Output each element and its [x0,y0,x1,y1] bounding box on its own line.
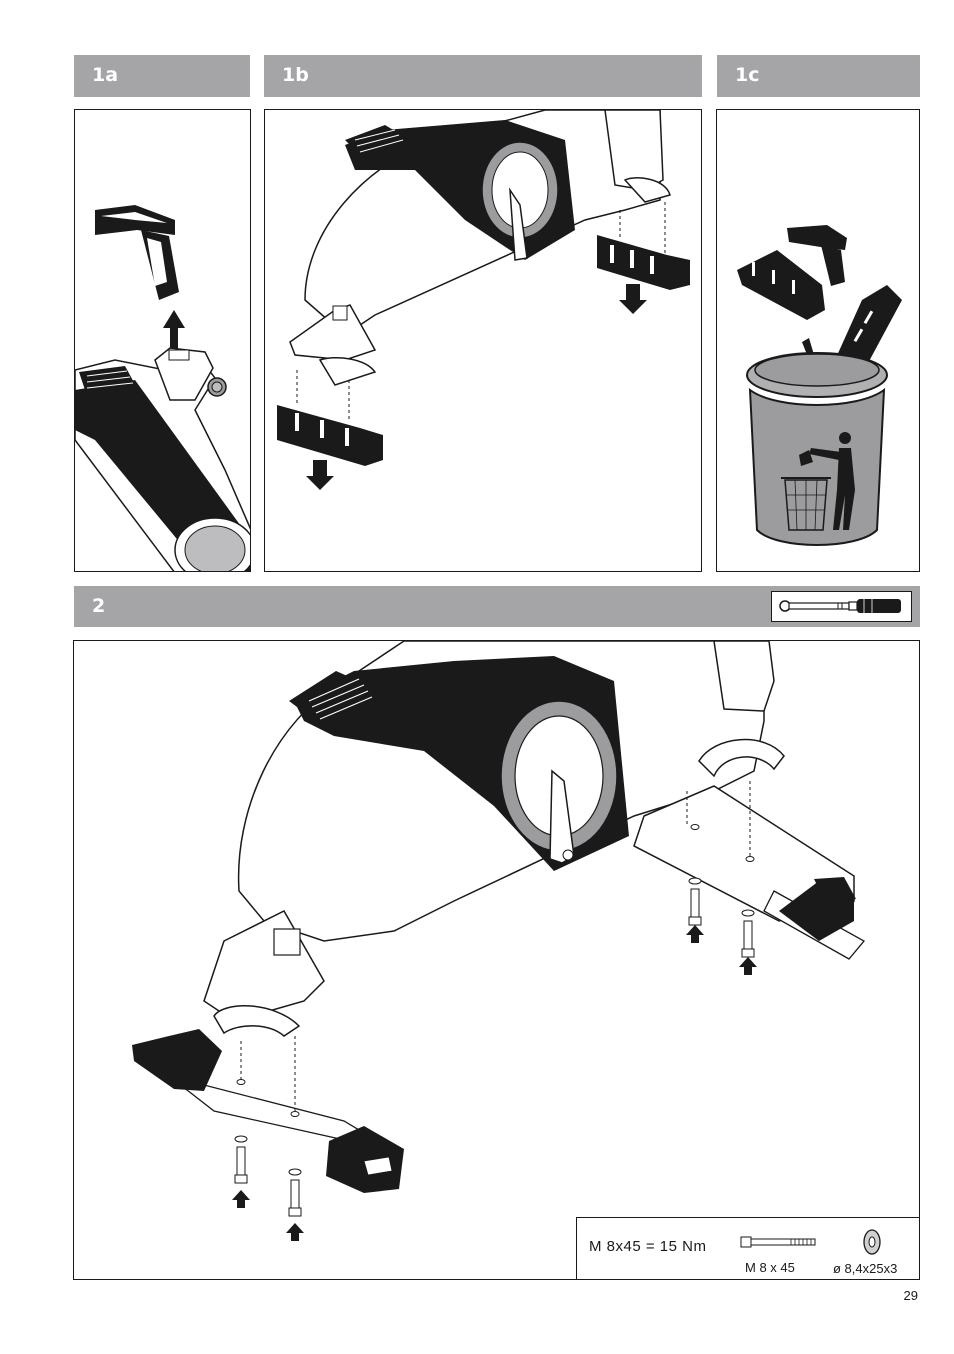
step-1c-header: 1c [717,55,920,97]
torque-wrench-box [771,591,912,622]
discarded-end-cap-icon-2 [835,285,902,365]
washer-icon [862,1228,882,1256]
panel-2-illustration [74,641,920,1280]
trash-bin-icon [747,353,887,545]
panel-1c [716,109,920,572]
panel-2: M 8x45 = 15 Nm M 8 x 45 ø 8,4x25x3 [73,640,920,1280]
arrow-down-icon [619,284,647,314]
arrow-up-icon-b4 [286,1223,304,1241]
arrow-up-icon-b3 [232,1190,250,1208]
arrow-down-icon-2 [306,460,334,490]
washer-size-label: ø 8,4x25x3 [833,1261,897,1276]
panel-1a [74,109,251,572]
end-cap-right [597,235,690,290]
bolt-icon-spec [739,1234,819,1250]
step-1a-header: 1a [74,55,250,97]
torque-wrench-icon [772,592,911,621]
page-number: 29 [904,1288,918,1303]
arrow-up-icon [163,310,185,350]
bolt-size-label: M 8 x 45 [745,1260,795,1275]
discarded-end-cap-icon [737,250,825,320]
end-cap-left [277,405,383,466]
arrow-up-icon-b2 [739,957,757,975]
fastener-spec-box: M 8x45 = 15 Nm M 8 x 45 ø 8,4x25x3 [576,1217,920,1280]
discarded-bracket-icon [787,225,847,250]
panel-1b-illustration [265,110,702,572]
step-1b-header: 1b [264,55,702,97]
panel-1c-illustration [717,110,920,572]
transport-bracket-part [95,205,179,300]
panel-1a-illustration [75,110,251,572]
arrow-up-icon-b1 [686,925,704,943]
bolt-icon [689,878,701,925]
torque-spec: M 8x45 = 15 Nm [589,1238,706,1255]
panel-1b [264,109,702,572]
front-end-cap-left [132,1029,222,1091]
